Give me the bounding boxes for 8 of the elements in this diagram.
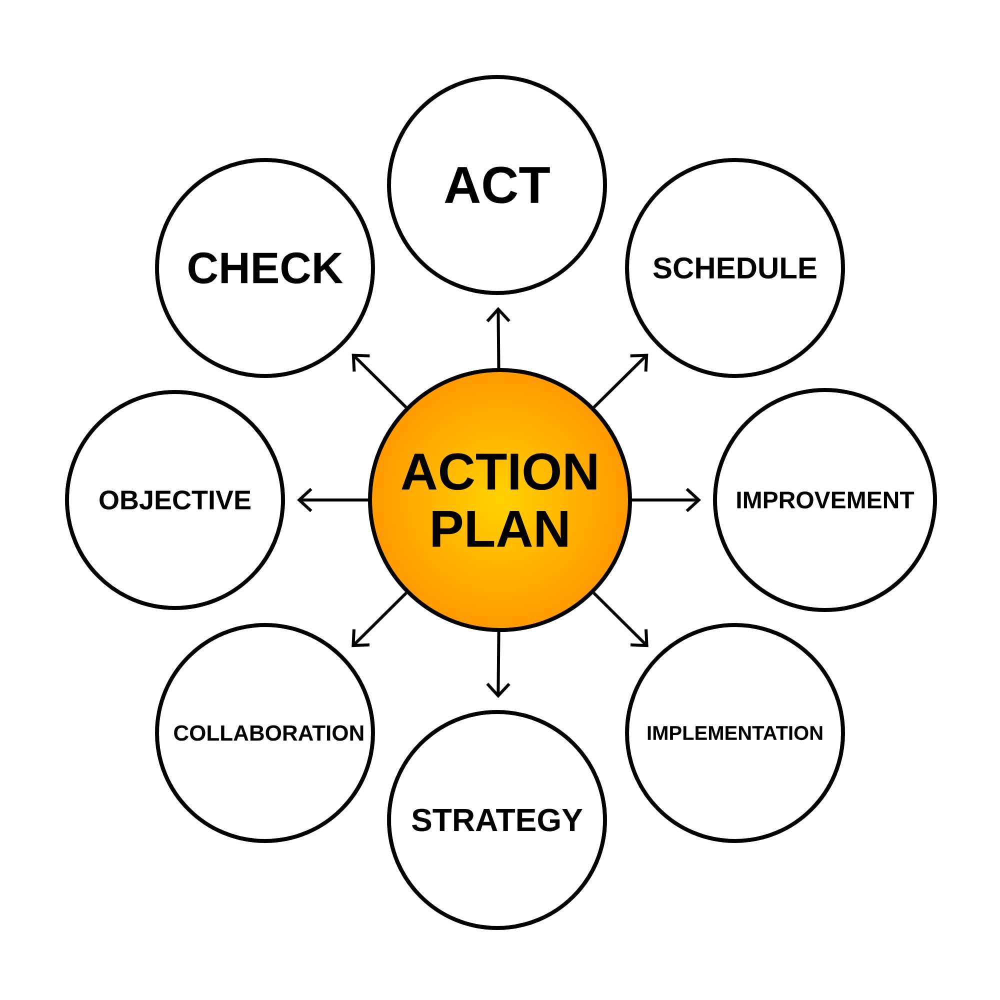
arrow xyxy=(486,632,510,698)
arrow xyxy=(297,488,368,512)
arrow xyxy=(632,488,702,512)
arrow xyxy=(592,354,648,408)
arrow xyxy=(486,307,510,368)
arrow xyxy=(352,592,408,648)
arrow xyxy=(352,354,408,408)
arrow xyxy=(592,592,648,648)
